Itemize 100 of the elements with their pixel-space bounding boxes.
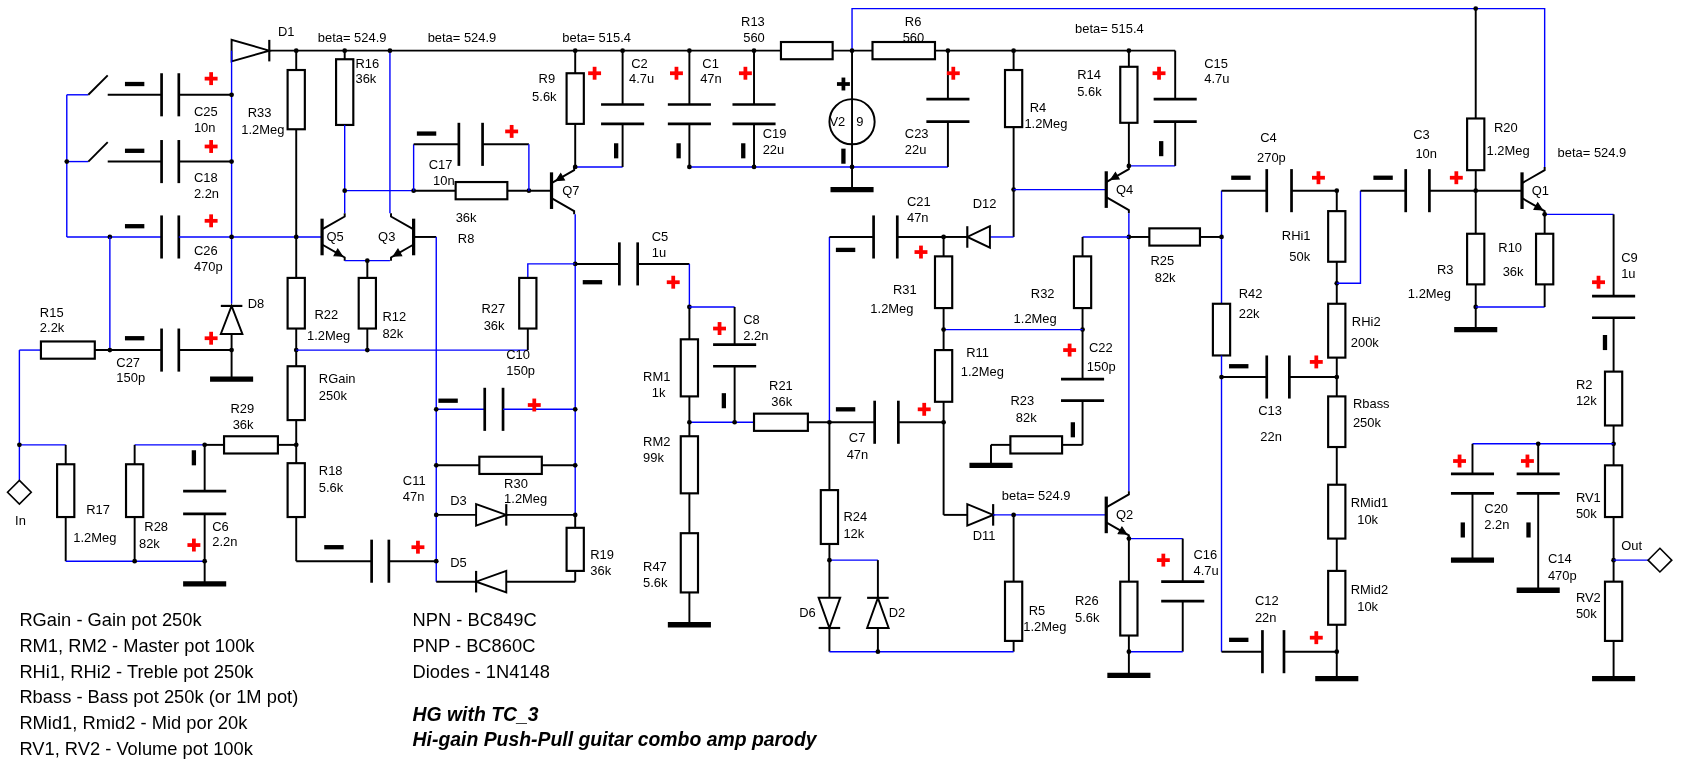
component-label: 10k [1357,511,1379,527]
component-label: C5 [651,229,669,245]
component-label: 150p [1086,358,1116,374]
component-label: 2.2n [1484,517,1510,533]
component-label: R22 [314,307,339,323]
component-label: Q5 [326,229,344,245]
component-label: Q2 [1115,507,1134,523]
component-label: R26 [1075,593,1099,609]
component-label: 36k [455,210,477,226]
component-label: 12k [1575,393,1597,409]
component-label: 470p [1547,567,1577,583]
component-label: 1.2Meg [1023,619,1067,635]
component-label: C9 [1621,249,1638,265]
component-label: R4 [1029,100,1047,116]
component-label: 50k [1575,606,1597,622]
component-label: C18 [193,170,218,186]
component-label: 82k [1015,410,1037,426]
component-label: 47n [700,71,722,87]
component-label: beta= 524.9 [1001,487,1071,504]
component-label: R47 [643,559,667,575]
component-label: R42 [1238,286,1263,302]
component-label: 1.2Meg [1013,311,1057,327]
component-label: C6 [212,519,229,535]
component-label: Q4 [1115,182,1134,198]
component-label: 1.2Meg [1407,286,1451,302]
component-label: C7 [848,429,866,445]
component-label: R33 [247,105,272,121]
component-label: R28 [144,519,169,535]
parts-note: RHi1, RHi2 - Treble pot 250k [19,661,254,683]
component-label: 560 [743,30,765,46]
component-label: 2.2n [743,328,769,344]
component-label: 36k [1502,263,1524,279]
component-label: RV1 [1575,490,1601,506]
component-label: R11 [966,344,989,360]
component-label: 5.6k [318,480,344,496]
caption: Hi-gain Push-Pull guitar combo amp parody [412,728,817,752]
component-label: Q3 [378,229,396,245]
component-label: 250k [1352,414,1381,430]
component-label: R8 [457,231,475,247]
component-label: 270p [1257,149,1286,165]
component-label: C22 [1089,340,1113,356]
parts-note: Diodes - 1N4148 [412,661,550,683]
component-label: 5.6k [643,575,668,591]
component-label: RV2 [1575,590,1601,606]
parts-note: RV1, RV2 - Volume pot 100k [19,738,253,761]
component-label: 1.2Meg [241,121,285,137]
component-label: V2 [829,114,846,130]
component-label: R14 [1077,66,1101,82]
component-label: 1.2Meg [307,328,351,344]
component-label: 4.7u [629,71,655,87]
component-label: Q1 [1531,183,1549,199]
component-label: C19 [762,126,787,142]
component-label: 5.6k [1075,609,1100,625]
component-label: 1.2Meg [504,491,548,507]
parts-note: NPN - BC849C [412,609,537,632]
component-label: 22n [1260,428,1282,444]
component-label: 47n [907,210,929,226]
component-label: C12 [1254,593,1279,609]
component-label: 2.2k [39,319,65,335]
component-label: 1u [1621,266,1636,282]
component-label: C23 [904,126,929,142]
component-label: C10 [506,346,530,362]
component-label: C20 [1484,500,1509,516]
component-label: R2 [1575,377,1593,393]
component-label: D6 [799,605,816,621]
component-label: R31 [892,282,917,298]
component-label: C27 [116,355,141,371]
component-label: 150p [116,370,146,386]
component-label: D8 [247,296,265,312]
component-label: 1.2Meg [1486,143,1530,159]
component-label: R18 [318,463,343,479]
component-label: C1 [702,56,719,72]
component-label: 1.2Meg [870,301,914,317]
component-label: 36k [590,563,612,579]
component-label: C26 [193,243,218,259]
component-label: R17 [86,501,110,518]
component-label: 12k [843,525,865,541]
component-label: R24 [843,509,868,525]
parts-note: Rbass - Bass pot 250k (or 1M pot) [19,687,299,709]
component-label: R27 [481,301,506,317]
component-label: D11 [972,527,996,543]
component-label: C25 [193,104,218,120]
component-label: R3 [1436,261,1454,277]
component-label: 22n [1254,609,1277,625]
component-label: R30 [504,476,528,492]
component-label: R12 [382,309,407,325]
component-label: RM2 [643,434,671,450]
component-label: 10k [1357,598,1379,614]
component-label: 47n [402,489,425,505]
component-label: 99k [643,450,664,466]
component-label: 82k [1154,270,1176,286]
component-label: D12 [972,196,997,212]
component-label: C14 [1547,551,1572,567]
parts-note: PNP - BC860C [412,635,536,658]
component-label: 50k [1289,248,1311,264]
component-label: RHi1 [1281,228,1311,244]
component-label: 200k [1350,335,1379,351]
component-label: 1k [651,385,666,401]
component-label: 10n [193,120,216,136]
component-label: 22u [904,142,927,158]
